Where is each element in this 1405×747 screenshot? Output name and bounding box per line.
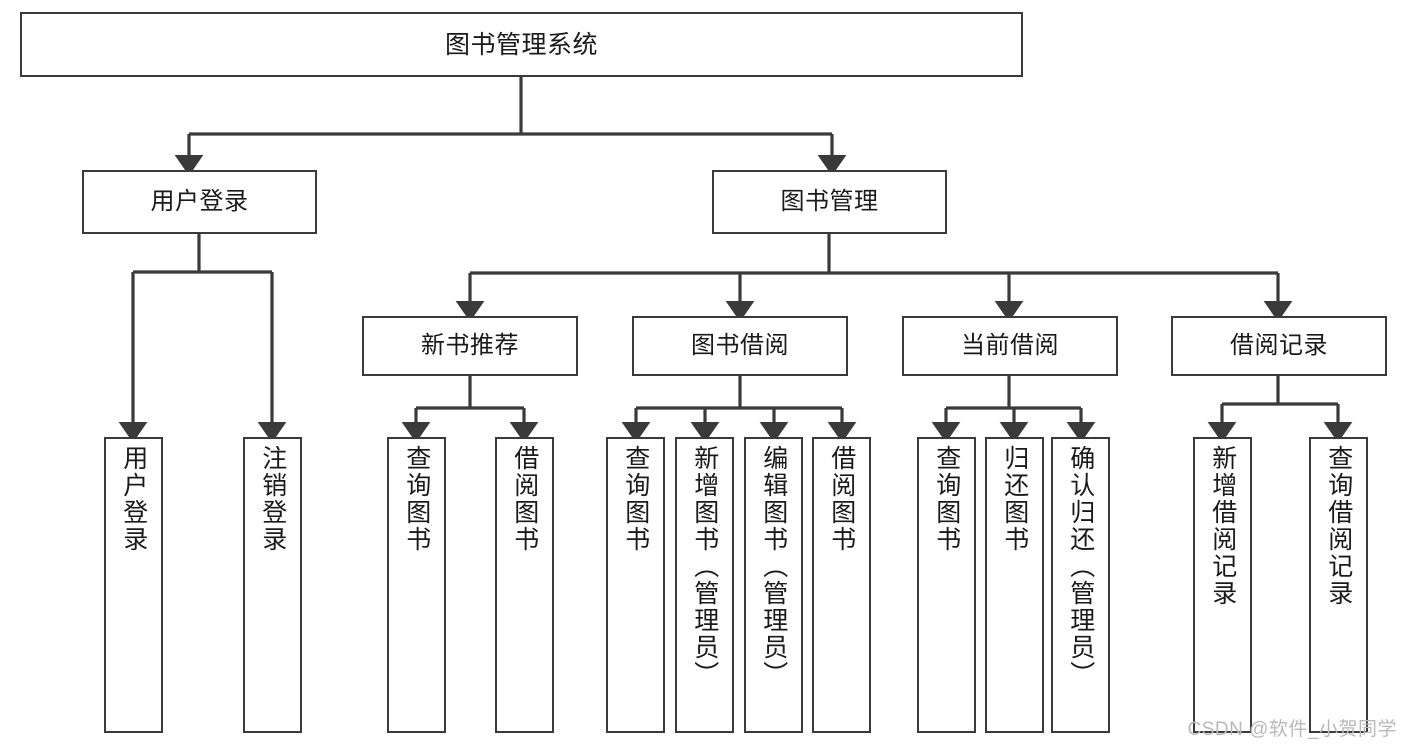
leaf-new-book-query-book[interactable]: 查询图书	[387, 437, 446, 733]
leaf-book-borrow-add-book-admin[interactable]: 新增图书（管理员）	[675, 437, 734, 733]
leaf-borrow-record-add-record[interactable]: 新增借阅记录	[1193, 437, 1252, 733]
node-user-login[interactable]: 用户登录	[82, 170, 317, 234]
node-label: 编辑图书（管理员）	[759, 445, 788, 688]
node-label: 借阅记录	[1230, 331, 1328, 359]
leaf-book-borrow-borrow-book[interactable]: 借阅图书	[812, 437, 871, 733]
leaf-new-book-borrow-book[interactable]: 借阅图书	[495, 437, 554, 733]
node-label: 新增图书（管理员）	[690, 445, 719, 688]
leaf-user-login-logout[interactable]: 注销登录	[243, 437, 302, 733]
node-label: 查询借阅记录	[1324, 445, 1353, 607]
leaf-book-borrow-edit-book-admin[interactable]: 编辑图书（管理员）	[744, 437, 803, 733]
node-label: 借阅图书	[827, 445, 856, 553]
node-label: 用户登录	[150, 187, 249, 215]
node-label: 用户登录	[119, 445, 148, 553]
node-book-borrow[interactable]: 图书借阅	[632, 316, 848, 376]
node-label: 当前借阅	[961, 331, 1059, 359]
node-label: 图书管理	[780, 187, 879, 215]
node-borrow-record[interactable]: 借阅记录	[1171, 316, 1387, 376]
node-label: 查询图书	[402, 445, 431, 553]
node-label: 新书推荐	[421, 331, 519, 359]
node-label: 借阅图书	[510, 445, 539, 553]
node-label: 归还图书	[1000, 445, 1029, 553]
leaf-current-borrow-confirm-return-admin[interactable]: 确认归还（管理员）	[1051, 437, 1110, 733]
node-label: 图书借阅	[691, 331, 789, 359]
leaf-current-borrow-query-book[interactable]: 查询图书	[917, 437, 976, 733]
node-new-book-recommend[interactable]: 新书推荐	[362, 316, 578, 376]
leaf-user-login-login[interactable]: 用户登录	[104, 437, 163, 733]
node-label: 图书管理系统	[444, 30, 598, 59]
node-current-borrow[interactable]: 当前借阅	[902, 316, 1118, 376]
node-label: 新增借阅记录	[1208, 445, 1237, 607]
node-label: 查询图书	[932, 445, 961, 553]
leaf-book-borrow-query-book[interactable]: 查询图书	[606, 437, 665, 733]
leaf-borrow-record-query-record[interactable]: 查询借阅记录	[1309, 437, 1368, 733]
node-label: 查询图书	[621, 445, 650, 553]
csdn-watermark: CSDN @软件_小贺同学	[1187, 719, 1397, 740]
node-book-management[interactable]: 图书管理	[712, 170, 947, 234]
leaf-current-borrow-return-book[interactable]: 归还图书	[985, 437, 1044, 733]
node-label: 确认归还（管理员）	[1066, 445, 1095, 688]
node-root-book-management-system[interactable]: 图书管理系统	[20, 12, 1023, 77]
node-label: 注销登录	[258, 445, 287, 553]
